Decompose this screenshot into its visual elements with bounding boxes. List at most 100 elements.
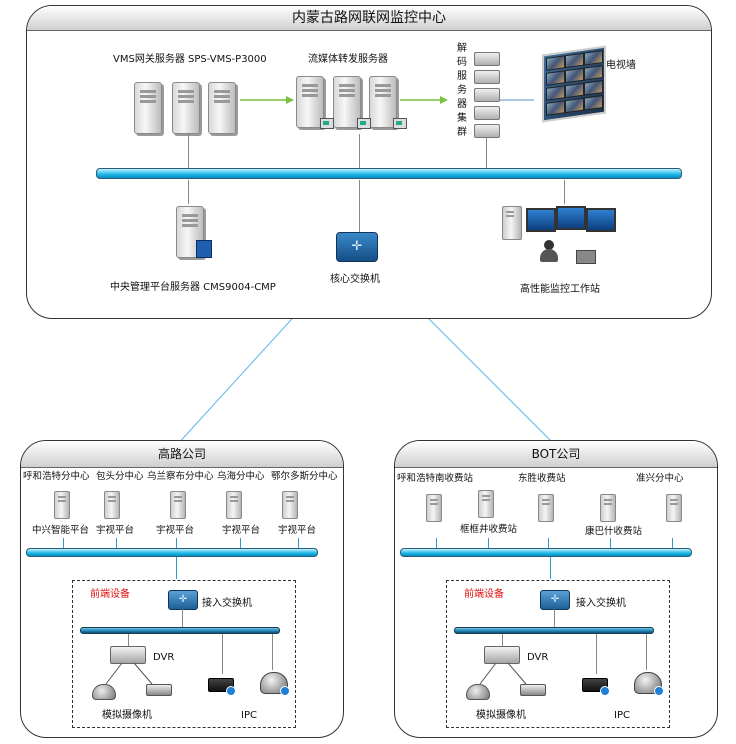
ipc-network-badge-icon	[280, 686, 290, 696]
branch-server-icon-4[interactable]	[226, 491, 242, 519]
switch-arrows-icon: ✛	[550, 594, 560, 605]
workstation-monitor-icon-2[interactable]	[556, 206, 586, 230]
station-label-bottom-1: 框框井收费站	[460, 524, 518, 535]
decoder-icon-4[interactable]	[474, 106, 500, 120]
stream-server-icon-1[interactable]	[296, 76, 324, 128]
branch-drop	[116, 538, 117, 548]
decoder-icon-5[interactable]	[474, 124, 500, 138]
branch-drop	[298, 538, 299, 548]
switch-drop	[182, 609, 183, 627]
bot-frontend-label: 前端设备	[464, 589, 504, 600]
ipc-drop	[646, 634, 647, 670]
branch-server-icon-5[interactable]	[282, 491, 298, 519]
branch-drop	[240, 538, 241, 548]
bot-network-bus	[400, 548, 692, 557]
vms-server-icon-3[interactable]	[208, 82, 236, 134]
switch-drop	[554, 609, 555, 627]
gaolu-network-bus	[26, 548, 318, 557]
station-drop	[488, 538, 489, 548]
station-drop	[436, 538, 437, 548]
branch-server-icon-2[interactable]	[104, 491, 120, 519]
stream-server-icon-2[interactable]	[333, 76, 361, 128]
branch-label-4: 乌海分中心	[217, 471, 265, 482]
vms-server-icon-1[interactable]	[134, 82, 162, 134]
vms-gateway-label: VMS网关服务器 SPS-VMS-P3000	[113, 54, 267, 65]
workstation-monitor-icon-3[interactable]	[586, 208, 616, 232]
center-network-bus	[96, 168, 682, 179]
bus-drop	[486, 138, 487, 168]
decoder-icon-1[interactable]	[474, 52, 500, 66]
gaolu-analog-bullet-icon[interactable]	[146, 684, 172, 696]
operator-head	[544, 240, 554, 250]
bot-dvr-icon[interactable]	[484, 646, 520, 664]
branch-label-5: 鄂尔多斯分中心	[271, 471, 338, 482]
gaolu-dvr-label: DVR	[153, 652, 175, 663]
bus-drop	[188, 134, 189, 168]
ipc-network-badge-icon	[600, 686, 610, 696]
dvr-drop	[128, 634, 129, 646]
switch-arrows-icon: ✛	[351, 239, 363, 254]
decoder-cluster-label: 解 码 服 务 器 集 群	[456, 42, 468, 140]
bot-dvr-label: DVR	[527, 652, 549, 663]
station-server-icon-4[interactable]	[600, 494, 616, 522]
switch-arrows-icon: ✛	[178, 594, 188, 605]
vms-server-icon-2[interactable]	[172, 82, 200, 134]
bus-drop	[564, 180, 565, 204]
platform-label-4: 宇视平台	[222, 525, 261, 536]
gaolu-access-switch-label: 接入交换机	[202, 598, 252, 609]
station-label-top-3: 准兴分中心	[636, 473, 684, 484]
gaolu-analog-label: 模拟摄像机	[102, 710, 152, 721]
ipc-drop	[222, 634, 223, 674]
branch-server-icon-1[interactable]	[54, 491, 70, 519]
station-server-icon-5[interactable]	[666, 494, 682, 522]
gaolu-frontend-bus	[80, 627, 280, 634]
dvr-links	[105, 662, 153, 685]
decoder-icon-2[interactable]	[474, 70, 500, 84]
gaolu-title: 高路公司	[157, 447, 206, 461]
dvr-links	[479, 662, 527, 685]
ipc-drop	[596, 634, 597, 674]
decoder-char: 集	[457, 113, 467, 124]
branch-drop	[176, 538, 177, 548]
branch-drop	[63, 538, 64, 548]
station-server-icon-3[interactable]	[538, 494, 554, 522]
gaolu-dvr-icon[interactable]	[110, 646, 146, 664]
workstation-tower-icon	[502, 206, 522, 240]
platform-label-1: 中兴智能平台	[32, 525, 90, 536]
bot-frontend-box	[446, 580, 670, 728]
core-switch-icon[interactable]: ✛	[336, 232, 378, 262]
workstation-monitor-icon-1[interactable]	[526, 208, 556, 232]
bot-company-panel: BOT公司	[394, 440, 718, 738]
bot-title: BOT公司	[531, 447, 581, 461]
station-drop	[548, 538, 549, 548]
gaolu-access-switch-icon[interactable]: ✛	[168, 590, 198, 610]
bot-access-switch-icon[interactable]: ✛	[540, 590, 570, 610]
stream-server-icon-3[interactable]	[369, 76, 397, 128]
station-label-top-1: 呼和浩特南收费站	[397, 473, 474, 484]
bus-to-frontend	[550, 557, 551, 579]
stream-device-icon-2	[357, 118, 371, 129]
stream-device-icon-3	[393, 118, 407, 129]
gaolu-ipc-label: IPC	[241, 710, 257, 721]
bus-drop	[359, 180, 360, 232]
workstation-label: 高性能监控工作站	[520, 284, 600, 295]
bus-to-frontend	[176, 557, 177, 579]
bot-ipc-label: IPC	[614, 710, 630, 721]
gaolu-analog-dome-icon[interactable]	[92, 684, 116, 700]
station-server-icon-2[interactable]	[478, 490, 494, 518]
branch-server-icon-3[interactable]	[170, 491, 186, 519]
decoder-icon-3[interactable]	[474, 88, 500, 102]
ipc-network-badge-icon	[226, 686, 236, 696]
bot-analog-bullet-icon[interactable]	[520, 684, 546, 696]
platform-label-2: 宇视平台	[96, 525, 135, 536]
bot-analog-dome-icon[interactable]	[466, 684, 490, 700]
branch-label-1: 呼和浩特分中心	[23, 471, 90, 482]
ipc-drop	[272, 634, 273, 670]
cms-monitor-icon	[196, 240, 212, 258]
center-title: 内蒙古路网联网监控中心	[292, 10, 446, 26]
gaolu-frontend-box	[72, 580, 296, 728]
station-server-icon-1[interactable]	[426, 494, 442, 522]
core-switch-label: 核心交换机	[330, 274, 380, 285]
green-arrows	[240, 96, 534, 104]
station-label-top-2: 东胜收费站	[518, 473, 566, 484]
